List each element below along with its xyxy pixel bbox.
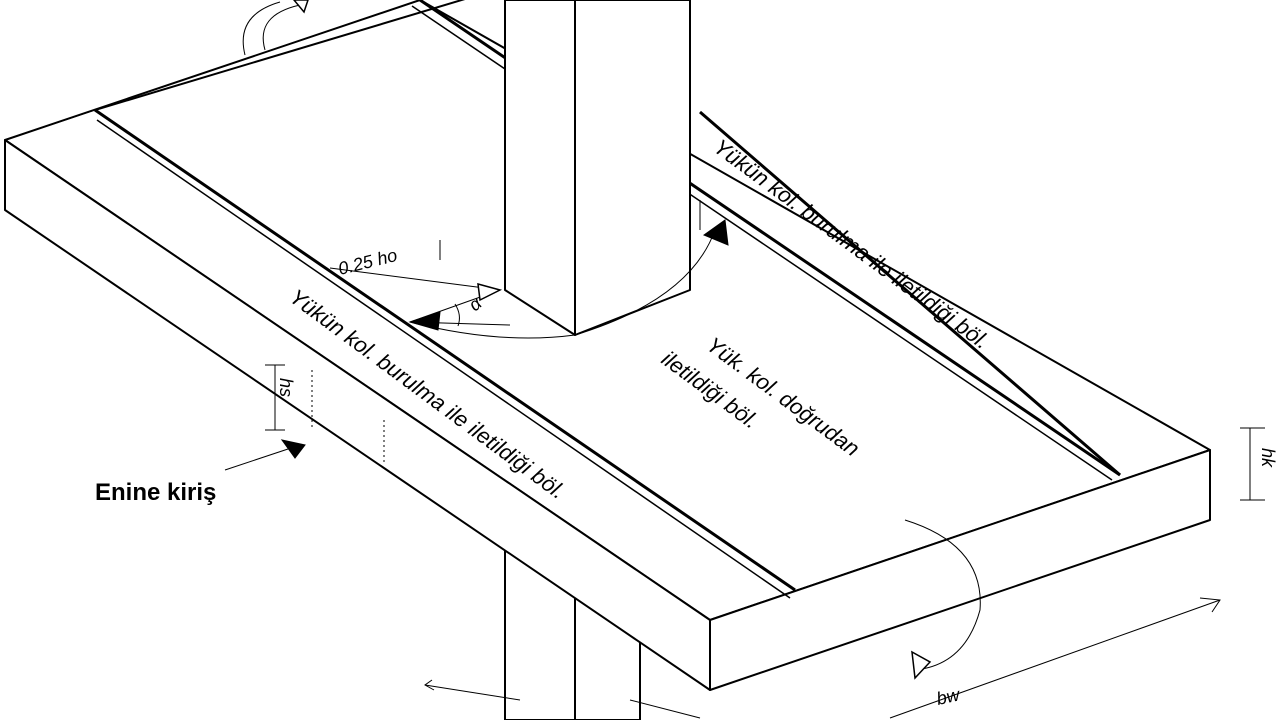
back-beam-band bbox=[4, 0, 466, 141]
bw-label: bw bbox=[935, 684, 963, 709]
dim-025ho bbox=[329, 240, 501, 291]
load-path-arrow bbox=[409, 200, 729, 339]
upper-column bbox=[504, 0, 691, 336]
hk-dimension bbox=[1240, 427, 1265, 501]
alpha-angle bbox=[408, 282, 511, 331]
torsion-arrow-front bbox=[904, 519, 981, 680]
hs-pointer-arrow bbox=[224, 439, 306, 471]
bw-dimension bbox=[889, 597, 1221, 719]
hs-reference-lines bbox=[265, 364, 385, 465]
hk-label: hk bbox=[1258, 448, 1278, 468]
torsion-arrow-back bbox=[242, 0, 309, 56]
transverse-beam-label: Enine kiriş bbox=[95, 479, 216, 506]
bottom-dimension-marks bbox=[424, 679, 701, 719]
hs-label: hs bbox=[276, 378, 296, 397]
